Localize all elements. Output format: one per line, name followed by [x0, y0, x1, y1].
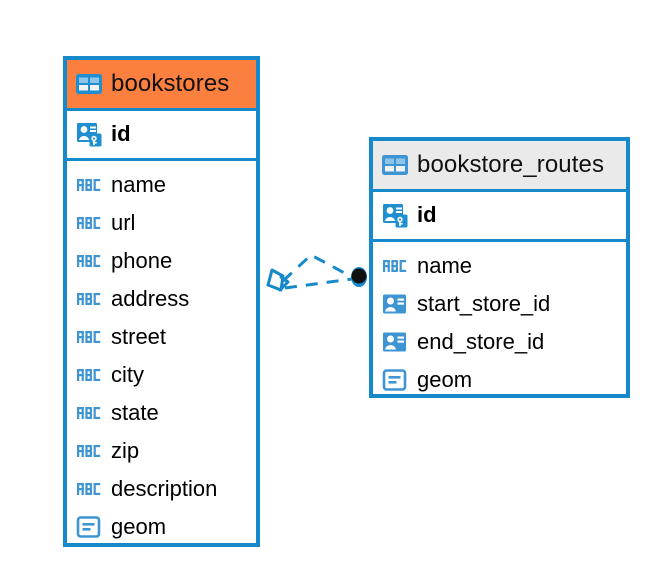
field-row-end-store-id[interactable]: end_store_id: [373, 323, 626, 361]
field-label-id: id: [111, 121, 131, 146]
text-type-icon: [382, 257, 408, 275]
field-row-zip[interactable]: zip: [67, 432, 256, 470]
entity-title-bookstores: bookstores: [111, 70, 230, 97]
field-row-name[interactable]: name: [373, 247, 626, 285]
relationship-line-lower: [284, 277, 353, 290]
field-label-address: address: [111, 286, 190, 311]
table-icon: [381, 153, 409, 177]
field-row-name[interactable]: name: [67, 166, 256, 204]
primary-key-icon: [76, 121, 102, 147]
text-type-icon: [76, 404, 102, 422]
entity-header-bookstores[interactable]: bookstores: [67, 60, 256, 111]
geometry-type-icon: [76, 515, 102, 539]
text-type-icon: [76, 252, 102, 270]
text-type-icon: [76, 214, 102, 232]
field-row-description[interactable]: description: [67, 470, 256, 508]
diamond-marker: [266, 268, 290, 292]
entity-header-bookstore-routes[interactable]: bookstore_routes: [373, 141, 626, 192]
field-label-name: name: [417, 253, 473, 278]
field-label-state: state: [111, 400, 159, 425]
text-type-icon: [76, 328, 102, 346]
field-label-name: name: [111, 172, 167, 197]
field-section-bookstores: name: [67, 161, 256, 552]
field-label-start-store-id: start_store_id: [417, 291, 551, 316]
text-type-icon: [76, 290, 102, 308]
text-type-icon: [76, 442, 102, 460]
field-row-address[interactable]: address: [67, 280, 256, 318]
field-label-end-store-id: end_store_id: [417, 329, 545, 354]
field-label-street: street: [111, 324, 167, 349]
field-label-url: url: [111, 210, 136, 235]
primary-key-icon: [382, 202, 408, 228]
field-row-phone[interactable]: phone: [67, 242, 256, 280]
entity-title-bookstore-routes: bookstore_routes: [417, 151, 605, 178]
field-row-id[interactable]: id: [67, 115, 256, 153]
field-label-id: id: [417, 202, 437, 227]
foreign-key-icon: [382, 331, 408, 353]
field-row-city[interactable]: city: [67, 356, 256, 394]
field-row-start-store-id[interactable]: start_store_id: [373, 285, 626, 323]
text-type-icon: [76, 480, 102, 498]
field-label-geom: geom: [111, 514, 167, 539]
table-icon: [75, 72, 103, 96]
entity-table-bookstores[interactable]: bookstores: [63, 56, 260, 547]
geometry-type-icon: [382, 368, 408, 392]
field-section-bookstore-routes: name start_store_id: [373, 242, 626, 405]
filled-circle-marker: [351, 267, 367, 287]
field-row-id[interactable]: id: [373, 196, 626, 234]
field-label-description: description: [111, 476, 218, 501]
foreign-key-icon: [382, 293, 408, 315]
field-row-geom[interactable]: geom: [373, 361, 626, 399]
field-row-state[interactable]: state: [67, 394, 256, 432]
relationship-line-upper: [281, 253, 353, 283]
primary-key-section-bookstore-routes: id: [373, 192, 626, 242]
text-type-icon: [76, 176, 102, 194]
field-label-geom: geom: [417, 367, 473, 392]
primary-key-section-bookstores: id: [67, 111, 256, 161]
field-label-zip: zip: [111, 438, 140, 463]
field-row-street[interactable]: street: [67, 318, 256, 356]
field-row-url[interactable]: url: [67, 204, 256, 242]
field-label-city: city: [111, 362, 144, 387]
field-label-phone: phone: [111, 248, 173, 273]
entity-table-bookstore-routes[interactable]: bookstore_routes: [369, 137, 630, 398]
field-row-geom[interactable]: geom: [67, 508, 256, 546]
text-type-icon: [76, 366, 102, 384]
